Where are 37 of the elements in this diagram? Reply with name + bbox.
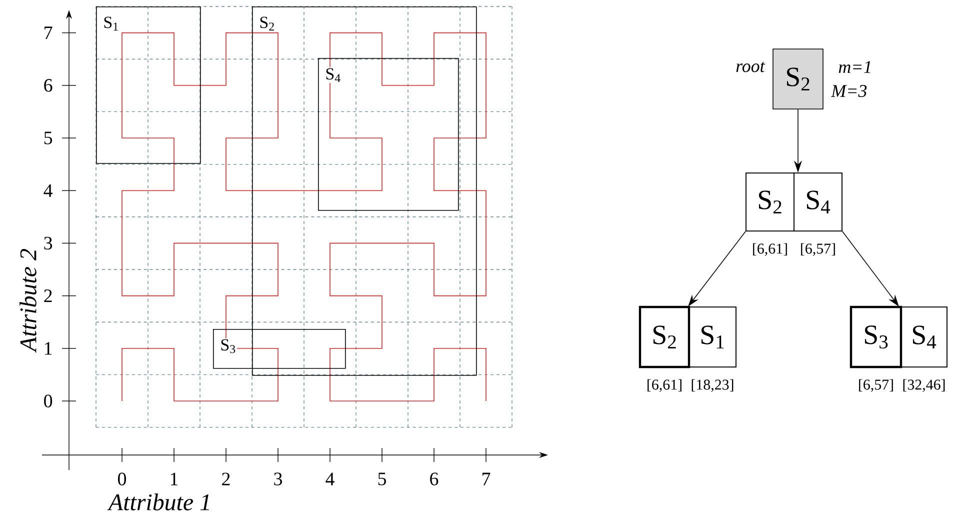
tick-label: 6 xyxy=(44,79,52,92)
tick-label: 7 xyxy=(44,26,52,39)
root-box: S$_{2}$ xyxy=(772,48,824,110)
entry-cell: S$_{4}$ xyxy=(900,306,948,368)
root-label: root xyxy=(736,62,766,72)
parameter-note: m=1 xyxy=(838,61,870,73)
tick-label: 0 xyxy=(44,394,52,408)
tick-label: 3 xyxy=(274,472,282,486)
tick-label: 7 xyxy=(482,472,490,486)
tick-label: 4 xyxy=(326,472,334,486)
parameter-note: M=3 xyxy=(831,84,867,98)
tick-label: 5 xyxy=(378,472,386,486)
tick-label: 0 xyxy=(118,472,126,486)
entry-cell: S$_{2}$ xyxy=(746,172,794,232)
tick-label: 3 xyxy=(44,236,52,250)
axis-title: Attribute 1 xyxy=(107,494,209,510)
tick-label: 1 xyxy=(170,472,178,486)
interval-label: [6,61] xyxy=(753,243,787,256)
axis-title: Attribute 2 xyxy=(20,249,36,353)
interval-label: [6,57] xyxy=(859,379,893,392)
region-rectangle: S$_{3}$ xyxy=(213,329,346,369)
entry-cell: S$_{2}$ xyxy=(638,306,690,368)
interval-label: [32,46] xyxy=(903,379,945,392)
tick-label: 6 xyxy=(430,472,438,486)
entry-cell: S$_{4}$ xyxy=(794,172,842,232)
interval-label: [18,23] xyxy=(692,379,734,392)
tick-label: 1 xyxy=(45,342,52,355)
interval-label: [6,57] xyxy=(801,243,835,256)
tick-label: 4 xyxy=(44,184,53,197)
entry-cell: S$_{3}$ xyxy=(850,306,902,368)
tick-label: 2 xyxy=(222,472,230,486)
region-rectangle: S$_{4}$ xyxy=(318,58,459,211)
tick-label: 5 xyxy=(44,132,52,144)
region-rectangle: S$_{1}$ xyxy=(96,6,201,164)
tick-label: 2 xyxy=(44,290,52,302)
entry-cell: S$_{1}$ xyxy=(688,306,736,368)
interval-label: [6,61] xyxy=(648,379,682,392)
